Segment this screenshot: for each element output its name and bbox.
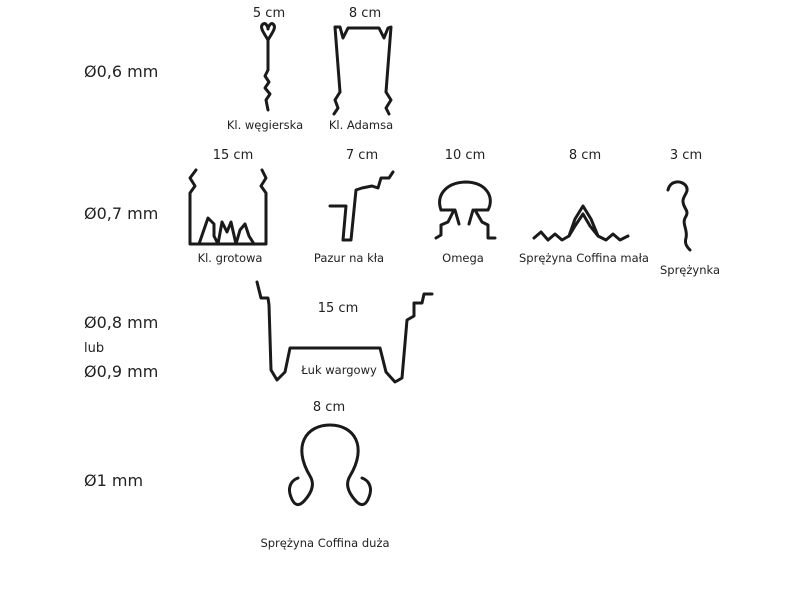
hungarian-clasp-length: 5 cm [252, 6, 286, 21]
labial-bow-name: Łuk wargowy [301, 363, 377, 377]
large-coffin-spring-wire [288, 423, 372, 506]
row-label-diameter-1: Ø1 mm [84, 471, 144, 490]
row-label-diameter-0-9: Ø0,9 mm [84, 362, 159, 381]
omega-loop-wire [434, 180, 497, 240]
canine-retractor-length: 7 cm [345, 148, 379, 163]
hungarian-clasp-name: Kl. węgierska [226, 118, 304, 132]
finger-spring-length: 3 cm [669, 148, 703, 163]
adams-clasp-wire [332, 25, 393, 116]
large-coffin-spring-name: Sprężyna Coffina duża [260, 536, 390, 550]
large-coffin-spring-length: 8 cm [312, 400, 346, 415]
labial-bow-wire [255, 280, 434, 384]
labial-bow-length: 15 cm [317, 301, 359, 316]
canine-retractor-name: Pazur na kła [313, 251, 385, 265]
omega-loop-name: Omega [442, 251, 484, 265]
canine-retractor-wire [328, 170, 395, 242]
finger-spring-wire [666, 180, 692, 252]
row-label-diameter-0-6: Ø0,6 mm [84, 62, 159, 81]
hungarian-clasp-wire [260, 22, 276, 112]
finger-spring-name: Sprężynka [659, 263, 721, 277]
row-label-diameter-0-7: Ø0,7 mm [84, 204, 159, 223]
small-coffin-spring-length: 8 cm [568, 148, 602, 163]
small-coffin-spring-wire [532, 204, 630, 242]
ball-clasp-name: Kl. grotowa [197, 251, 263, 265]
small-coffin-spring-name: Sprężyna Coffina mała [519, 251, 649, 265]
omega-loop-length: 10 cm [444, 148, 486, 163]
adams-clasp-length: 8 cm [348, 6, 382, 21]
row-label-diameter-0-8: Ø0,8 mm [84, 313, 159, 332]
ball-clasp-wire [188, 168, 268, 246]
adams-clasp-name: Kl. Adamsa [328, 118, 394, 132]
row-label-or: lub [84, 341, 105, 356]
ball-clasp-length: 15 cm [212, 148, 254, 163]
